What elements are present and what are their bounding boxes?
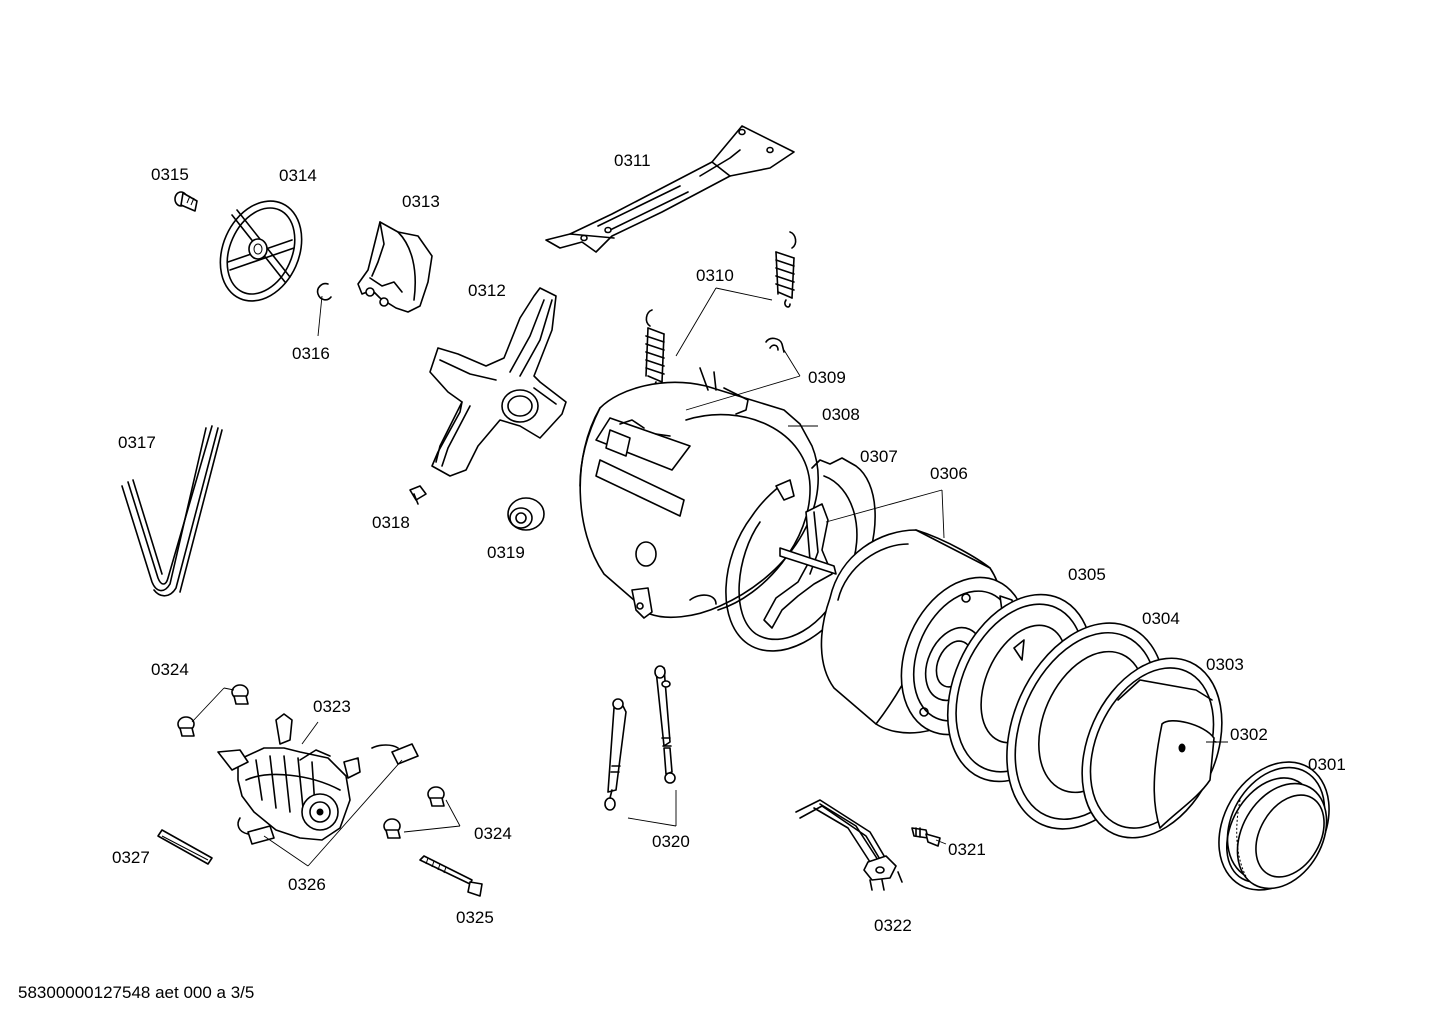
part-0310-springs bbox=[645, 231, 797, 390]
document-reference-footer: 58300000127548 aet 000 a 3/5 bbox=[18, 983, 254, 1002]
part-0327-strip bbox=[157, 829, 213, 865]
label-0317: 0317 bbox=[118, 433, 156, 452]
label-0301: 0301 bbox=[1308, 755, 1346, 774]
label-0309: 0309 bbox=[808, 368, 846, 387]
part-0311-bracket bbox=[545, 125, 795, 253]
part-0318-screw bbox=[409, 485, 427, 505]
label-0325: 0325 bbox=[456, 908, 494, 927]
label-0306: 0306 bbox=[930, 464, 968, 483]
label-0310: 0310 bbox=[696, 266, 734, 285]
part-0307-ring bbox=[725, 457, 876, 652]
label-0304: 0304 bbox=[1142, 609, 1180, 628]
part-0312-cross-piece bbox=[429, 287, 567, 477]
label-0312: 0312 bbox=[468, 281, 506, 300]
label-0308: 0308 bbox=[822, 405, 860, 424]
part-0315-screw bbox=[174, 191, 198, 212]
part-0326-carbon-brushes bbox=[237, 743, 419, 845]
label-0326: 0326 bbox=[288, 875, 326, 894]
part-0324-nuts-lower bbox=[383, 786, 445, 839]
part-0324-nuts-upper bbox=[177, 684, 249, 737]
label-0311: 0311 bbox=[614, 151, 651, 170]
label-0323: 0323 bbox=[313, 697, 351, 716]
label-0307: 0307 bbox=[860, 447, 898, 466]
label-0324-lower: 0324 bbox=[474, 824, 512, 843]
part-0320-shock-absorbers bbox=[604, 665, 676, 811]
part-0317-belt bbox=[121, 425, 223, 597]
part-0313-cover bbox=[357, 221, 433, 313]
label-0319: 0319 bbox=[487, 543, 525, 562]
part-0322-heater bbox=[795, 799, 903, 891]
label-0324-upper: 0324 bbox=[151, 660, 189, 679]
label-0316: 0316 bbox=[292, 344, 330, 363]
label-0322: 0322 bbox=[874, 916, 912, 935]
label-0313: 0313 bbox=[402, 192, 440, 211]
part-0308-tub bbox=[579, 367, 819, 619]
label-0302: 0302 bbox=[1230, 725, 1268, 744]
label-0320: 0320 bbox=[652, 832, 690, 851]
part-0302-front-ring bbox=[1081, 657, 1223, 839]
leader-lines bbox=[191, 287, 1228, 867]
part-0323-motor bbox=[217, 713, 361, 841]
part-0321-sensor bbox=[911, 827, 941, 847]
part-0316-circlip bbox=[316, 282, 332, 301]
label-0318: 0318 bbox=[372, 513, 410, 532]
label-0321: 0321 bbox=[948, 840, 986, 859]
part-0314-pulley bbox=[219, 200, 303, 302]
part-labels: 0315 0314 0313 0311 0312 0310 0316 0309 … bbox=[112, 151, 1346, 935]
part-0301-door-seal bbox=[1218, 761, 1330, 891]
label-0303: 0303 bbox=[1206, 655, 1244, 674]
label-0314: 0314 bbox=[279, 166, 317, 185]
part-0325-bolt bbox=[419, 855, 483, 897]
label-0327: 0327 bbox=[112, 848, 150, 867]
label-0315: 0315 bbox=[151, 165, 189, 184]
label-0305: 0305 bbox=[1068, 565, 1106, 584]
part-0319-bushing bbox=[507, 497, 545, 531]
